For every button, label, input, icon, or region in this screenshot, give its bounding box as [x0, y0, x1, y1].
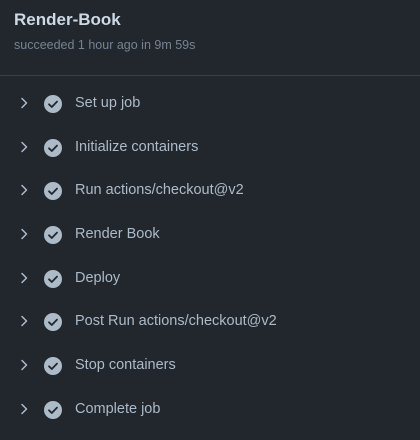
job-status-text: succeeded 1 hour ago in 9m 59s — [14, 38, 196, 52]
step-complete-job[interactable]: Complete job — [0, 388, 420, 432]
step-list: Set up job Initialize containers Run act… — [0, 82, 420, 432]
step-label: Deploy — [75, 269, 121, 286]
step-label: Render Book — [75, 226, 160, 243]
step-label: Stop containers — [75, 357, 176, 374]
chevron-right-icon[interactable] — [18, 141, 30, 153]
check-circle-icon — [44, 95, 62, 113]
check-circle-icon — [44, 269, 62, 288]
step-initialize-containers[interactable]: Initialize containers — [0, 126, 420, 170]
step-label: Run actions/checkout@v2 — [75, 182, 244, 199]
chevron-right-icon[interactable] — [18, 315, 30, 327]
step-post-run-checkout[interactable]: Post Run actions/checkout@v2 — [0, 300, 420, 344]
step-label: Post Run actions/checkout@v2 — [75, 313, 277, 330]
step-render-book[interactable]: Render Book — [0, 213, 420, 257]
chevron-right-icon[interactable] — [18, 228, 30, 240]
step-run-checkout[interactable]: Run actions/checkout@v2 — [0, 169, 420, 213]
chevron-right-icon[interactable] — [18, 403, 30, 415]
step-stop-containers[interactable]: Stop containers — [0, 344, 420, 388]
chevron-right-icon[interactable] — [18, 272, 30, 284]
step-label: Initialize containers — [75, 138, 199, 155]
check-circle-icon — [44, 182, 62, 201]
check-circle-icon — [44, 226, 62, 245]
step-label: Set up job — [75, 95, 141, 111]
check-circle-icon — [44, 138, 62, 157]
chevron-right-icon[interactable] — [18, 97, 30, 109]
check-circle-icon — [44, 357, 62, 376]
chevron-right-icon[interactable] — [18, 359, 30, 371]
job-header: Render-Book succeeded 1 hour ago in 9m 5… — [0, 0, 420, 76]
step-label: Complete job — [75, 400, 161, 417]
check-circle-icon — [44, 400, 62, 419]
check-circle-icon — [44, 313, 62, 332]
step-deploy[interactable]: Deploy — [0, 257, 420, 301]
chevron-right-icon[interactable] — [18, 184, 30, 196]
step-set-up-job[interactable]: Set up job — [0, 82, 420, 126]
job-title: Render-Book — [14, 10, 121, 29]
